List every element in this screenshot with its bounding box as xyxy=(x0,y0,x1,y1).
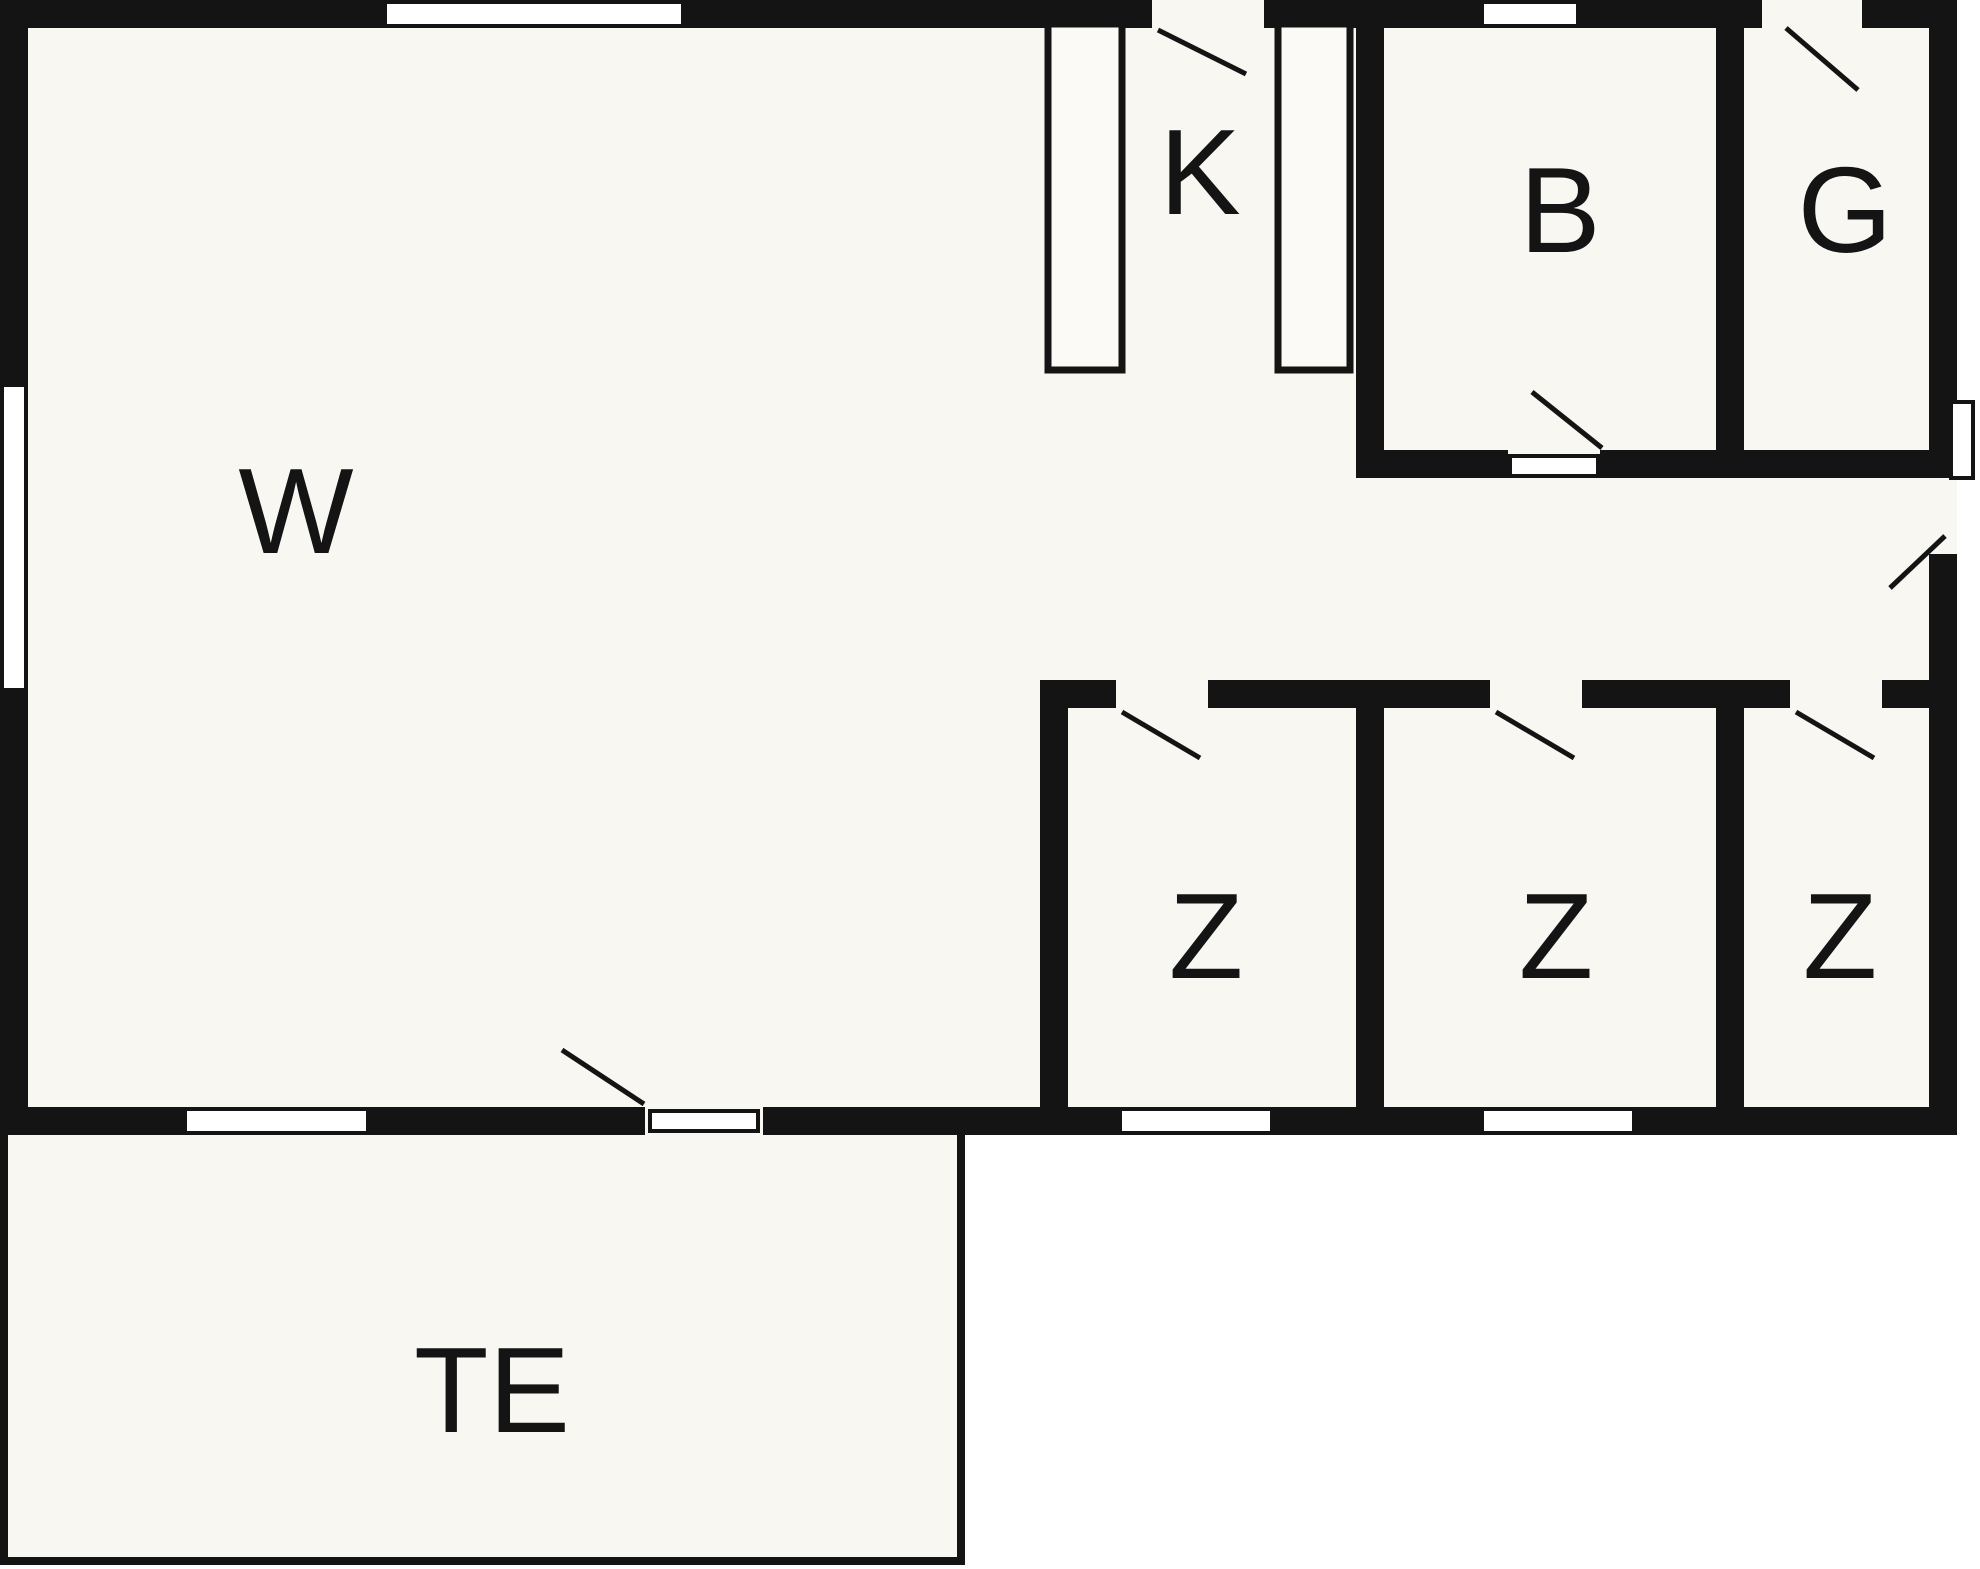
wall-bathroom-roomg-divider xyxy=(1716,0,1744,478)
living-window-top xyxy=(383,0,685,28)
roomg-door-opening xyxy=(1762,0,1862,28)
room-label-terrace: TE xyxy=(414,1322,570,1458)
room-label-roomg: G xyxy=(1798,142,1893,278)
hall-entry-door-swing xyxy=(1888,534,1947,590)
bedroom3-door-opening xyxy=(1790,680,1882,708)
room-label-bedroom3: Z xyxy=(1803,868,1878,1004)
terrace-wall-right xyxy=(957,1135,965,1565)
terrace-floor-area xyxy=(0,1135,965,1565)
terrace-outline xyxy=(0,1135,965,1565)
room-label-living: W xyxy=(238,443,353,579)
hall-entry-door-opening xyxy=(1929,478,1957,554)
wall-bathroom-left xyxy=(1356,0,1384,478)
room-label-bathroom: B xyxy=(1519,142,1600,278)
kitchen-partition-right xyxy=(1274,20,1354,374)
hall-entry-door-leaf xyxy=(1949,400,1975,480)
terrace-wall-bottom xyxy=(0,1557,965,1565)
bedroom1-window-bottom xyxy=(1118,1107,1274,1135)
bedroom1-door-swing xyxy=(1120,709,1202,761)
kitchen-door-opening xyxy=(1152,0,1264,28)
bathroom-door-leaf xyxy=(1508,454,1600,478)
terrace-wall-left xyxy=(0,1135,8,1565)
roomg-door-swing xyxy=(1784,26,1860,92)
door-swings xyxy=(560,26,1947,1107)
bathroom-door-swing xyxy=(1530,390,1604,450)
room-labels: W K B G Z Z Z TE xyxy=(238,104,1892,1458)
wall-hall-top xyxy=(1356,450,1957,478)
kitchen-partition-left xyxy=(1044,20,1126,374)
terrace-door-swing xyxy=(560,1047,646,1107)
bedroom2-door-swing xyxy=(1494,709,1576,761)
terrace-door-leaf xyxy=(648,1109,760,1133)
bedroom2-window-bottom xyxy=(1480,1107,1636,1135)
wall-right xyxy=(1929,0,1957,1135)
bedroom3-door-swing xyxy=(1794,709,1876,761)
wall-bedroom1-left xyxy=(1040,680,1068,1107)
main-floor-area xyxy=(0,0,1957,1135)
room-label-kitchen: K xyxy=(1159,104,1240,240)
kitchen-door-swing xyxy=(1156,27,1248,77)
wall-top xyxy=(0,0,1957,28)
wall-bedroom1-2-divider xyxy=(1356,680,1384,1107)
living-window-left xyxy=(0,383,28,692)
bedroom1-door-opening xyxy=(1116,680,1208,708)
windows xyxy=(0,0,1636,1135)
room-label-bedroom1: Z xyxy=(1169,868,1244,1004)
wall-bedroom2-3-divider xyxy=(1716,680,1744,1107)
door-leaves xyxy=(648,400,1975,1133)
living-window-bottom xyxy=(183,1107,370,1135)
kitchen-partitions xyxy=(1044,20,1354,374)
bedroom2-door-opening xyxy=(1490,680,1582,708)
bathroom-window-top xyxy=(1480,0,1580,28)
room-label-bedroom2: Z xyxy=(1519,868,1594,1004)
